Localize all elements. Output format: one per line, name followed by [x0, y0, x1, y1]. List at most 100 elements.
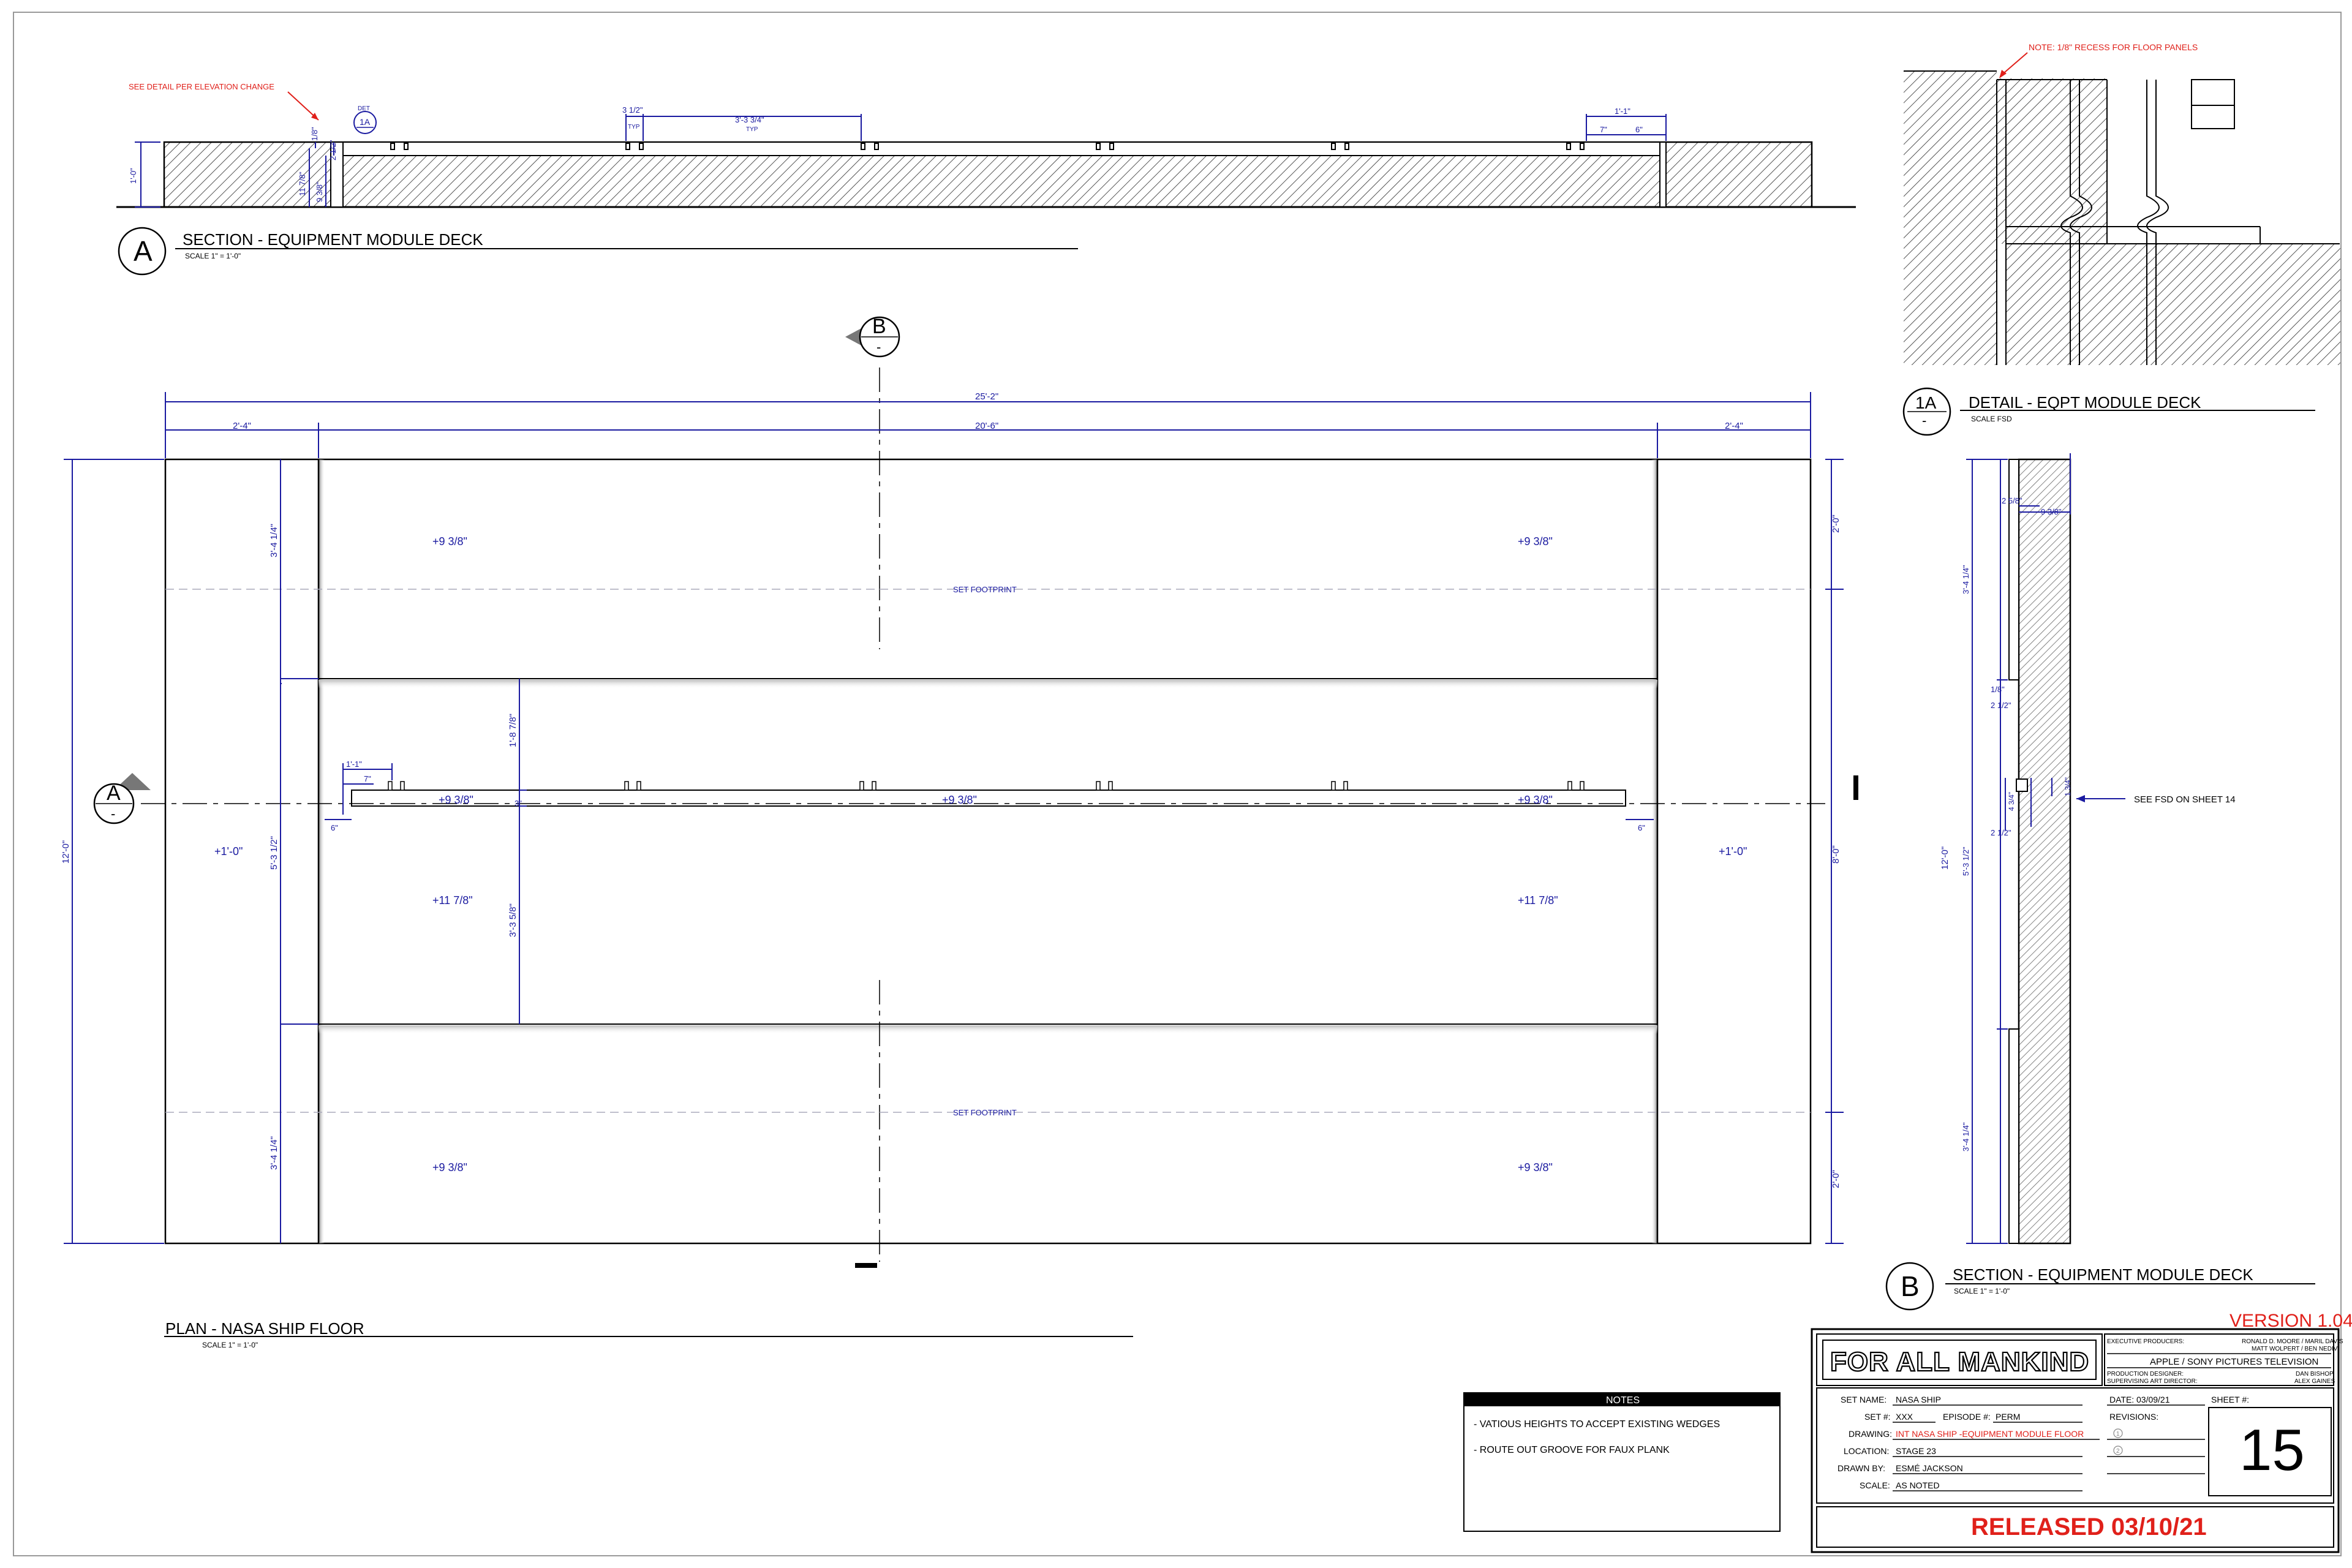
- svg-text:REVISIONS:: REVISIONS:: [2109, 1412, 2158, 1422]
- section-b-key-bubble: [1885, 1262, 1934, 1311]
- drawing-name: INT NASA SHIP -EQUIPMENT MODULE FLOOR: [1896, 1429, 2084, 1439]
- svg-text:AS NOTED: AS NOTED: [1896, 1480, 1940, 1490]
- section-a-marker: A -: [93, 773, 151, 824]
- svg-text:DATE:: DATE:: [2109, 1395, 2134, 1404]
- svg-text:2'-4": 2'-4": [1725, 421, 1743, 431]
- detail-callout: [353, 111, 377, 134]
- svg-text:-: -: [1922, 413, 1926, 428]
- svg-text:+11 7/8": +11 7/8": [1518, 894, 1558, 907]
- svg-text:SCALE 1" = 1'-0": SCALE 1" = 1'-0": [1954, 1287, 2010, 1295]
- section-a-key-bubble: [118, 227, 167, 276]
- svg-text:+9 3/8": +9 3/8": [1518, 535, 1553, 548]
- svg-text:A: A: [134, 235, 153, 267]
- svg-text:3 1/2": 3 1/2": [622, 105, 643, 115]
- section-a: 1'-0" 11 7/8" 9 3/8" 1/8" 2 1/2" 3 1/2" …: [116, 82, 1856, 276]
- svg-text:3'-4 1/4": 3'-4 1/4": [269, 524, 279, 557]
- svg-text:ALEX GAINES: ALEX GAINES: [2294, 1378, 2335, 1385]
- svg-text:1A: 1A: [360, 117, 371, 127]
- svg-text:XXX: XXX: [1896, 1412, 1913, 1422]
- svg-text:APPLE / SONY PICTURES TELEVI: APPLE / SONY PICTURES TELEVISION: [2150, 1357, 2318, 1367]
- svg-text:8'-0": 8'-0": [1831, 845, 1841, 864]
- svg-text:TYP: TYP: [746, 126, 758, 133]
- show-logo: FOR ALL MANKIND: [1830, 1347, 2089, 1377]
- dim-overall-height: 12'-0": [61, 840, 71, 864]
- released-stamp: RELEASED 03/10/21: [1971, 1513, 2207, 1540]
- section-a-title: SECTION - EQUIPMENT MODULE DECK: [183, 230, 483, 249]
- svg-text:+9 3/8": +9 3/8": [432, 1161, 467, 1174]
- svg-text:STAGE 23: STAGE 23: [1896, 1446, 1936, 1456]
- svg-text:2: 2: [2116, 1448, 2120, 1455]
- svg-text:3'-3 5/8": 3'-3 5/8": [508, 903, 518, 937]
- svg-text:5'-3 1/2": 5'-3 1/2": [269, 836, 279, 870]
- svg-text:1'-8 7/8": 1'-8 7/8": [508, 714, 518, 747]
- svg-text:1/8": 1/8": [1991, 685, 2005, 694]
- note-item: - ROUTE OUT GROOVE FOR FAUX PLANK: [1474, 1445, 1670, 1455]
- svg-text:2'-0": 2'-0": [1831, 514, 1841, 533]
- section-b-title: SECTION - EQUIPMENT MODULE DECK: [1953, 1265, 2253, 1284]
- svg-text:NASA SHIP: NASA SHIP: [1896, 1395, 1941, 1404]
- svg-text:RONALD D. MOORE / MARIL DAVIS: RONALD D. MOORE / MARIL DAVIS: [2242, 1338, 2343, 1345]
- svg-text:+9 3/8": +9 3/8": [942, 794, 977, 806]
- svg-text:+11 7/8": +11 7/8": [432, 894, 473, 907]
- svg-text:3'-4 1/4": 3'-4 1/4": [1961, 565, 1970, 594]
- svg-text:SCALE:: SCALE:: [1860, 1480, 1890, 1490]
- svg-text:3": 3": [514, 799, 522, 808]
- svg-text:5'-3 1/2": 5'-3 1/2": [1961, 846, 1970, 876]
- plan-view: SET FOOTPRINT SET FOOTPRINT: [61, 315, 1858, 1349]
- svg-text:DAN BISHOP: DAN BISHOP: [2296, 1371, 2334, 1378]
- detail-1a-title: DETAIL - EQPT MODULE DECK: [1969, 393, 2201, 412]
- svg-text:DRAWING:: DRAWING:: [1849, 1429, 1892, 1439]
- svg-text:11 7/8": 11 7/8": [298, 172, 307, 196]
- svg-text:SET #:: SET #:: [1864, 1412, 1891, 1422]
- svg-text:1'-1": 1'-1": [346, 760, 362, 769]
- svg-text:2'-4": 2'-4": [233, 421, 251, 431]
- detail-1a: NOTE: 1/8" RECESS FOR FLOOR PANELS 1A - …: [1902, 42, 2340, 436]
- svg-text:MATT WOLPERT / BEN NEDIVI: MATT WOLPERT / BEN NEDIVI: [2252, 1346, 2339, 1352]
- plan-outline: [164, 458, 1812, 1245]
- svg-text:7": 7": [1600, 125, 1607, 134]
- section-a-height-dim: 1'-0": [129, 168, 138, 184]
- svg-text:SCALE 1" = 1'-0": SCALE 1" = 1'-0": [202, 1341, 258, 1349]
- dim-center-width: 20'-6": [975, 421, 998, 431]
- section-b-note: SEE FSD ON SHEET 14: [2134, 794, 2236, 805]
- svg-text:SCALE 1" = 1'-0": SCALE 1" = 1'-0": [185, 252, 241, 260]
- svg-text:2 1/2": 2 1/2": [1991, 701, 2011, 710]
- svg-text:+9 3/8": +9 3/8": [1518, 1161, 1553, 1174]
- svg-text:EPISODE #:: EPISODE #:: [1943, 1412, 1991, 1422]
- svg-text:1 3/4": 1 3/4": [2064, 777, 2072, 796]
- svg-text:6": 6": [331, 823, 338, 832]
- plan-title: PLAN - NASA SHIP FLOOR: [165, 1319, 364, 1338]
- svg-text:6": 6": [1638, 823, 1645, 832]
- svg-text:LOCATION:: LOCATION:: [1844, 1446, 1889, 1456]
- svg-text:PRODUCTION DESIGNER:: PRODUCTION DESIGNER:: [2107, 1371, 2184, 1378]
- svg-text:03/09/21: 03/09/21: [2136, 1395, 2170, 1404]
- svg-text:6": 6": [1635, 125, 1643, 134]
- svg-text:9 3/8": 9 3/8": [2041, 507, 2062, 516]
- svg-text:1'-1": 1'-1": [1615, 107, 1630, 116]
- svg-text:DRAWN BY:: DRAWN BY:: [1838, 1463, 1885, 1473]
- footprint-label-top: SET FOOTPRINT: [953, 585, 1017, 594]
- svg-text:+9 3/8": +9 3/8": [439, 794, 473, 806]
- footprint-label-bottom: SET FOOTPRINT: [953, 1108, 1017, 1117]
- svg-text:+1'-0": +1'-0": [1719, 845, 1747, 858]
- svg-text:SCALE FSD: SCALE FSD: [1971, 415, 2012, 423]
- svg-text:3'-4 1/4": 3'-4 1/4": [269, 1136, 279, 1170]
- svg-text:SHEET #:: SHEET #:: [2211, 1395, 2249, 1404]
- sheet-border: [13, 12, 2342, 1556]
- version-label: VERSION 1.04: [2230, 1311, 2352, 1331]
- sheet-number: 15: [2239, 1417, 2305, 1483]
- svg-text:2 5/8": 2 5/8": [2002, 496, 2022, 505]
- svg-text:2 1/2": 2 1/2": [328, 140, 337, 160]
- svg-text:9 3/8": 9 3/8": [315, 181, 324, 202]
- svg-text:4 3/4": 4 3/4": [2007, 792, 2016, 811]
- notes-box: NOTES - VATIOUS HEIGHTS TO ACCEPT EXISTI…: [1463, 1392, 1781, 1532]
- svg-text:EXECUTIVE PRODUCERS:: EXECUTIVE PRODUCERS:: [2107, 1338, 2184, 1345]
- svg-text:2 1/2": 2 1/2": [1991, 828, 2011, 837]
- svg-text:+9 3/8": +9 3/8": [1518, 794, 1553, 806]
- svg-text:1: 1: [2116, 1431, 2120, 1438]
- svg-text:-: -: [876, 339, 881, 355]
- title-block: VERSION 1.04 FOR ALL MANKIND EXECUTIVE P…: [1811, 1311, 2352, 1553]
- svg-text:2'-0": 2'-0": [1831, 1170, 1841, 1188]
- dim-overall-width: 25'-2": [975, 391, 998, 402]
